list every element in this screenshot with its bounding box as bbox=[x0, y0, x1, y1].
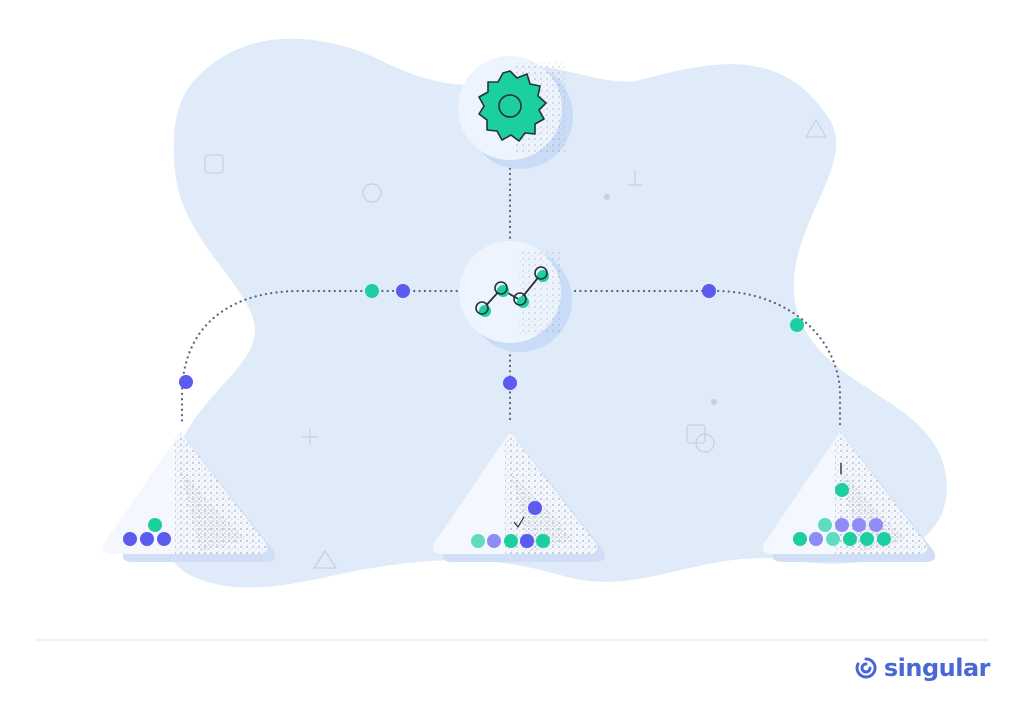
hub-gear bbox=[458, 56, 573, 169]
token-teal bbox=[835, 483, 849, 497]
connector-lines bbox=[180, 156, 842, 427]
token-teal bbox=[877, 532, 891, 546]
token-blue bbox=[396, 284, 410, 298]
token-blue bbox=[123, 532, 137, 546]
decor-square-icon bbox=[204, 154, 224, 174]
decor-triangle-icon bbox=[312, 549, 338, 569]
token-teal bbox=[860, 532, 874, 546]
token-blue bbox=[179, 375, 193, 389]
token-mint bbox=[826, 532, 840, 546]
decor-triangle-icon bbox=[804, 118, 828, 138]
token-teal bbox=[148, 518, 162, 532]
token-blue bbox=[702, 284, 716, 298]
token-blue bbox=[503, 376, 517, 390]
token-blue bbox=[157, 532, 171, 546]
token-violet bbox=[869, 518, 883, 532]
decor-tee-icon bbox=[628, 170, 642, 186]
token-blue bbox=[520, 534, 534, 548]
funnel-center bbox=[432, 432, 606, 562]
token-violet bbox=[487, 534, 501, 548]
token-teal bbox=[536, 534, 550, 548]
line-graph-icon bbox=[475, 266, 549, 317]
brand-name: singular bbox=[883, 654, 991, 682]
token-teal bbox=[793, 532, 807, 546]
token-violet bbox=[852, 518, 866, 532]
token-violet bbox=[809, 532, 823, 546]
brand-logo[interactable]: singular bbox=[854, 654, 991, 682]
decor-circle-icon bbox=[362, 183, 382, 203]
token-blue bbox=[140, 532, 154, 546]
token-teal bbox=[504, 534, 518, 548]
decor-plus-icon bbox=[302, 429, 318, 445]
decor-circle-icon bbox=[695, 433, 715, 453]
gear-icon bbox=[478, 70, 547, 142]
token-mint bbox=[471, 534, 485, 548]
token-mint bbox=[818, 518, 832, 532]
singular-logo-icon bbox=[855, 657, 877, 679]
hub-analytics bbox=[459, 241, 572, 352]
token-teal bbox=[365, 284, 379, 298]
token-teal bbox=[843, 532, 857, 546]
token-blue bbox=[528, 501, 542, 515]
funnel-tokens bbox=[123, 483, 891, 548]
token-violet bbox=[835, 518, 849, 532]
check-icon bbox=[513, 516, 525, 529]
token-teal bbox=[790, 318, 804, 332]
decor-dot bbox=[604, 194, 610, 200]
decor-dot bbox=[711, 399, 717, 405]
funnel-left bbox=[102, 432, 276, 562]
